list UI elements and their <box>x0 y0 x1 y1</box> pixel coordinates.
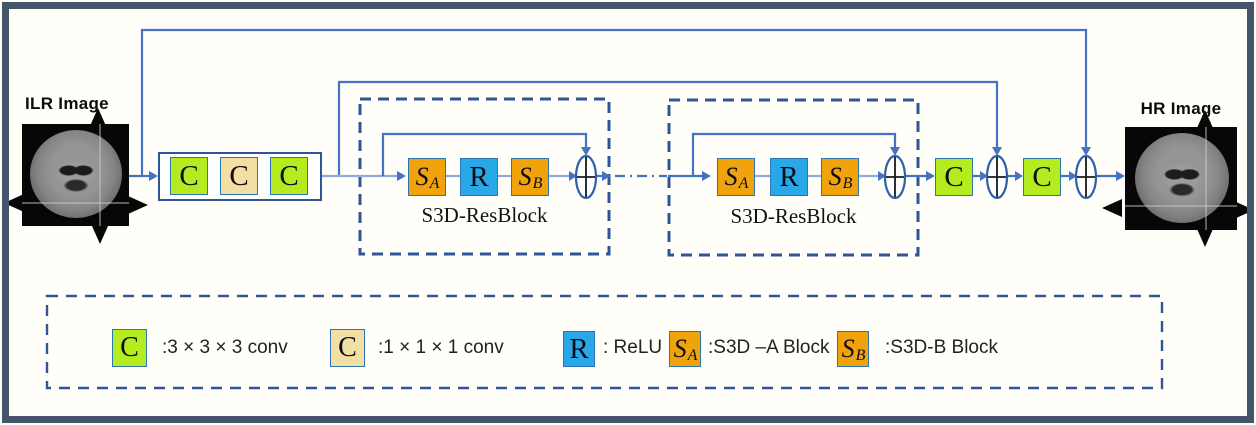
resblock1-sb-letter: S <box>518 162 532 191</box>
hr-brain-icon <box>1135 133 1229 223</box>
ilr-crosshair-bottom-icon <box>92 226 108 244</box>
resblock1-sb-subscript: B <box>532 175 543 192</box>
resblock2-dashed-box <box>667 98 920 257</box>
ilr-crosshair-left-icon <box>4 194 24 212</box>
head-conv-group: C C C <box>158 152 322 201</box>
outer-sum2-node <box>1074 154 1098 200</box>
tailconv2-entry-arrowhead-icon <box>1015 171 1023 181</box>
ilr-brain-mri-image <box>4 106 152 248</box>
hr-crosshair-bottom-icon <box>1197 229 1213 247</box>
resblock1-relu-letter: R <box>469 160 489 193</box>
resblock1-skip-wire <box>381 132 588 176</box>
head-conv1-letter: C <box>179 159 199 192</box>
legend-conv1-letter: C <box>338 332 357 363</box>
sum1-entry-arrowhead-icon <box>569 171 577 181</box>
global-skip-wire <box>140 28 1088 176</box>
ilr-slice-vline <box>99 124 101 226</box>
resblock2-sum-node <box>883 154 907 200</box>
legend-conv3-letter: C <box>120 332 139 363</box>
tail-conv2-block: C <box>1023 158 1061 196</box>
legend-relu-letter: R <box>569 332 589 365</box>
resblock1-sa-subscript: A <box>429 175 440 192</box>
resblock2-skip-arrowhead-icon <box>890 147 900 156</box>
legend-relu-swatch: R <box>563 331 595 367</box>
outer-sum2-entry-arrowhead-icon <box>1069 171 1077 181</box>
resblock2-entry-arrowhead-icon <box>702 171 711 181</box>
legend-conv3-swatch: C <box>112 329 147 367</box>
resblock2-sb-subscript: B <box>842 175 853 192</box>
legend-s3db-subscript: B <box>855 347 866 364</box>
tail-conv1-block: C <box>935 158 973 196</box>
resblock2-relu-letter: R <box>779 160 799 193</box>
resblock1-skip-arrowhead-icon <box>581 147 591 156</box>
tail-conv1-letter: C <box>944 160 964 193</box>
input-arrowhead-icon <box>149 171 158 181</box>
head-conv2-block: C <box>220 157 258 195</box>
resblock1-sa-letter: S <box>415 162 429 191</box>
tail-conv2-letter: C <box>1032 160 1052 193</box>
mid-skip-arrowhead-icon <box>992 147 1002 156</box>
legend-s3da-desc: :S3D –A Block <box>708 337 830 358</box>
output-arrowhead-icon <box>1116 171 1125 181</box>
ilr-image-label: ILR Image <box>25 94 109 113</box>
tailconv1-entry-arrowhead-icon <box>926 171 935 181</box>
resblock2-sa-subscript: A <box>738 175 749 192</box>
head-conv3-letter: C <box>279 159 299 192</box>
legend-s3da-letter: S <box>673 334 687 363</box>
outer-sum1-entry-arrowhead-icon <box>980 171 988 181</box>
hr-crosshair-right-icon <box>1234 201 1254 219</box>
legend-s3da-subscript: A <box>687 347 698 364</box>
global-skip-arrowhead-icon <box>1081 147 1091 156</box>
ilr-crosshair-top-icon <box>90 108 106 126</box>
hr-brain-mri-image <box>1098 110 1256 252</box>
legend-s3db-letter: S <box>841 334 855 363</box>
legend-conv1-desc: :1 × 1 × 1 conv <box>378 337 504 358</box>
resblock1-sum-node <box>574 154 598 200</box>
resblock1-out-arrowhead-icon <box>602 171 611 181</box>
resblock1-entry-arrowhead-icon <box>397 171 406 181</box>
resblock2-relu-block: R <box>770 158 808 196</box>
resblock1-label: S3D-ResBlock <box>421 203 548 227</box>
resblock2-sb-letter: S <box>828 162 842 191</box>
legend-relu-desc: : ReLU <box>603 337 663 358</box>
hr-image-label: HR Image <box>1140 99 1222 118</box>
legend-conv3-desc: :3 × 3 × 3 conv <box>162 337 288 358</box>
sum2-entry-arrowhead-icon <box>878 171 886 181</box>
legend-dashed-box <box>45 294 1164 390</box>
hr-slice-hline <box>1125 205 1237 207</box>
outer-sum1-node <box>985 154 1009 200</box>
legend-conv1-swatch: C <box>330 329 365 367</box>
head-conv1-block: C <box>170 157 208 195</box>
ilr-slice-hline <box>22 202 129 204</box>
ilr-brain-icon <box>30 130 122 218</box>
head-conv3-block: C <box>270 157 308 195</box>
hr-slice-vline <box>1205 127 1207 230</box>
hr-crosshair-top-icon <box>1197 110 1213 128</box>
legend-s3db-desc: :S3D-B Block <box>885 337 998 358</box>
resblock2-skip-wire <box>691 132 897 176</box>
resblock1-relu-block: R <box>460 158 498 196</box>
head-conv2-letter: C <box>229 159 249 192</box>
resblock2-sa-letter: S <box>724 162 738 191</box>
resblock2-label: S3D-ResBlock <box>730 204 857 228</box>
hr-crosshair-left-icon <box>1102 199 1122 217</box>
ilr-crosshair-right-icon <box>128 196 148 214</box>
mid-skip-wire <box>337 80 999 176</box>
